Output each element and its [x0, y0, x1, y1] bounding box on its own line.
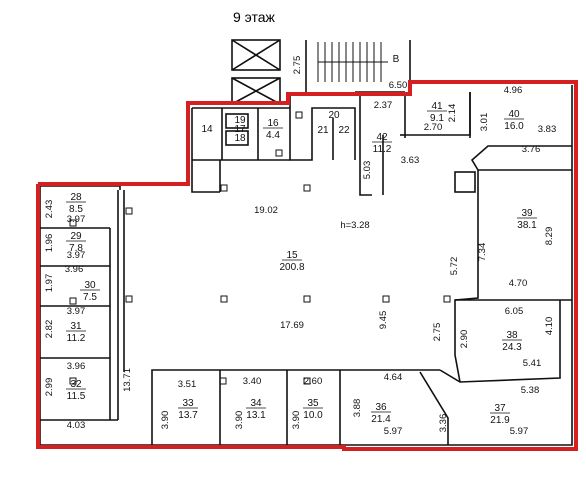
dimension-d30: 3.90 [234, 411, 245, 430]
room-area-35: 10.0 [303, 410, 323, 421]
room-number-31: 31 [70, 321, 82, 332]
dimension-d26: 3.88 [352, 399, 363, 418]
dimension-d20: 5.41 [523, 358, 542, 369]
dimension-d32: 3.90 [160, 411, 171, 430]
dimension-d23: 3.36 [438, 414, 449, 433]
dimension-d17: 6.05 [505, 306, 524, 317]
room-number-37: 37 [494, 403, 506, 414]
room-number-21: 21 [317, 125, 329, 136]
room-number-28: 28 [70, 192, 82, 203]
stair-label: B [393, 54, 400, 65]
dimension-d40: 1.97 [44, 274, 55, 293]
dimension-d11: 5.03 [362, 161, 373, 180]
room-area-41: 9.1 [430, 113, 444, 124]
dimension-d38: 2.82 [44, 320, 55, 339]
dimension-d25: 4.64 [384, 372, 403, 383]
dimension-d4: 2.14 [447, 104, 458, 123]
room-area-37: 21.9 [490, 415, 510, 426]
room-area-28: 8.5 [69, 204, 83, 215]
dimension-d47: 2.75 [432, 323, 443, 342]
room-number-29: 29 [70, 231, 82, 242]
dimension-d2: 6.50 [389, 80, 408, 91]
dimension-d8: 3.83 [538, 124, 557, 135]
dimension-d18: 4.10 [544, 317, 555, 336]
dimension-d36: 13.71 [122, 368, 133, 392]
dimension-d43: 3.97 [67, 214, 86, 225]
room-number-20: 20 [328, 110, 340, 121]
room-area-34: 13.1 [246, 410, 266, 421]
room-number-38: 38 [506, 330, 518, 341]
room-number-36: 36 [375, 402, 387, 413]
dimension-d7: 3.01 [479, 113, 490, 132]
dimension-d3: 2.37 [374, 100, 393, 111]
room-area-36: 21.4 [371, 414, 391, 425]
room-area-31: 11.2 [67, 333, 86, 344]
ceiling-height-label: h=3.28 [340, 220, 369, 231]
dimension-d37: 3.97 [67, 306, 86, 317]
room-number-35: 35 [307, 398, 319, 409]
room-number-30: 30 [84, 280, 96, 291]
room-area-39: 38.1 [517, 220, 537, 231]
dimension-d41: 3.97 [67, 250, 86, 261]
room-area-30: 7.5 [83, 292, 97, 303]
room-area-32: 11.5 [67, 391, 86, 402]
room-area-38: 24.3 [502, 342, 522, 353]
dimension-d16: 4.70 [509, 278, 528, 289]
room-number-18: 18 [234, 133, 246, 144]
dimension-d15: 5.72 [449, 257, 460, 276]
room-number-22: 22 [338, 125, 350, 136]
room-area-29: 7.8 [69, 243, 83, 254]
dimension-d21: 5.38 [521, 385, 540, 396]
room-area-15: 200.8 [279, 262, 304, 273]
dimension-d35: 2.99 [44, 378, 55, 397]
room-area-40: 16.0 [504, 121, 524, 132]
dimension-d46: 9.45 [378, 311, 389, 330]
dimension-d45: 17.69 [280, 320, 304, 331]
room-number-16: 16 [267, 118, 279, 129]
dimension-d19: 2.90 [459, 330, 470, 349]
dimension-d44: 2.43 [44, 200, 55, 219]
dimension-d14: 7.34 [477, 243, 488, 262]
dimension-d27: 2.60 [304, 376, 323, 387]
dimension-d13: 8.29 [544, 227, 555, 246]
dimension-d9: 3.63 [401, 155, 420, 166]
dimension-d39: 3.96 [65, 264, 84, 275]
floor-label: 9 этаж [233, 9, 275, 25]
room-number-41: 41 [431, 101, 443, 112]
room-number-40: 40 [508, 109, 520, 120]
dimension-d42: 1.96 [44, 234, 55, 253]
room-number-33: 33 [182, 398, 194, 409]
dimension-d1: 2.75 [292, 56, 303, 75]
room-number-15: 15 [286, 250, 298, 261]
dimension-d10: 3.76 [522, 144, 541, 155]
room-number-17: 17 [234, 124, 246, 135]
room-number-34: 34 [250, 398, 262, 409]
dimension-d34: 3.96 [67, 361, 86, 372]
dimension-d24: 5.97 [384, 426, 403, 437]
dimension-d29: 3.40 [243, 376, 262, 387]
room-area-16: 4.4 [266, 130, 280, 141]
dimension-d5: 2.70 [424, 122, 443, 133]
dimension-d12: 19.02 [254, 205, 278, 216]
dimension-d22: 5.97 [510, 426, 529, 437]
rental-boundary [36, 80, 578, 451]
room-number-42: 42 [376, 132, 388, 143]
dimension-d6: 4.96 [504, 85, 523, 96]
room-number-14: 14 [201, 124, 213, 135]
room-area-42: 11.2 [373, 144, 392, 155]
room-number-39: 39 [521, 208, 533, 219]
dimension-d33: 4.03 [67, 420, 86, 431]
room-area-33: 13.7 [178, 410, 198, 421]
room-number-19: 19 [234, 115, 246, 126]
dimension-d31: 3.51 [178, 379, 197, 390]
dimension-d28: 3.90 [291, 411, 302, 430]
room-number-32: 32 [70, 379, 82, 390]
